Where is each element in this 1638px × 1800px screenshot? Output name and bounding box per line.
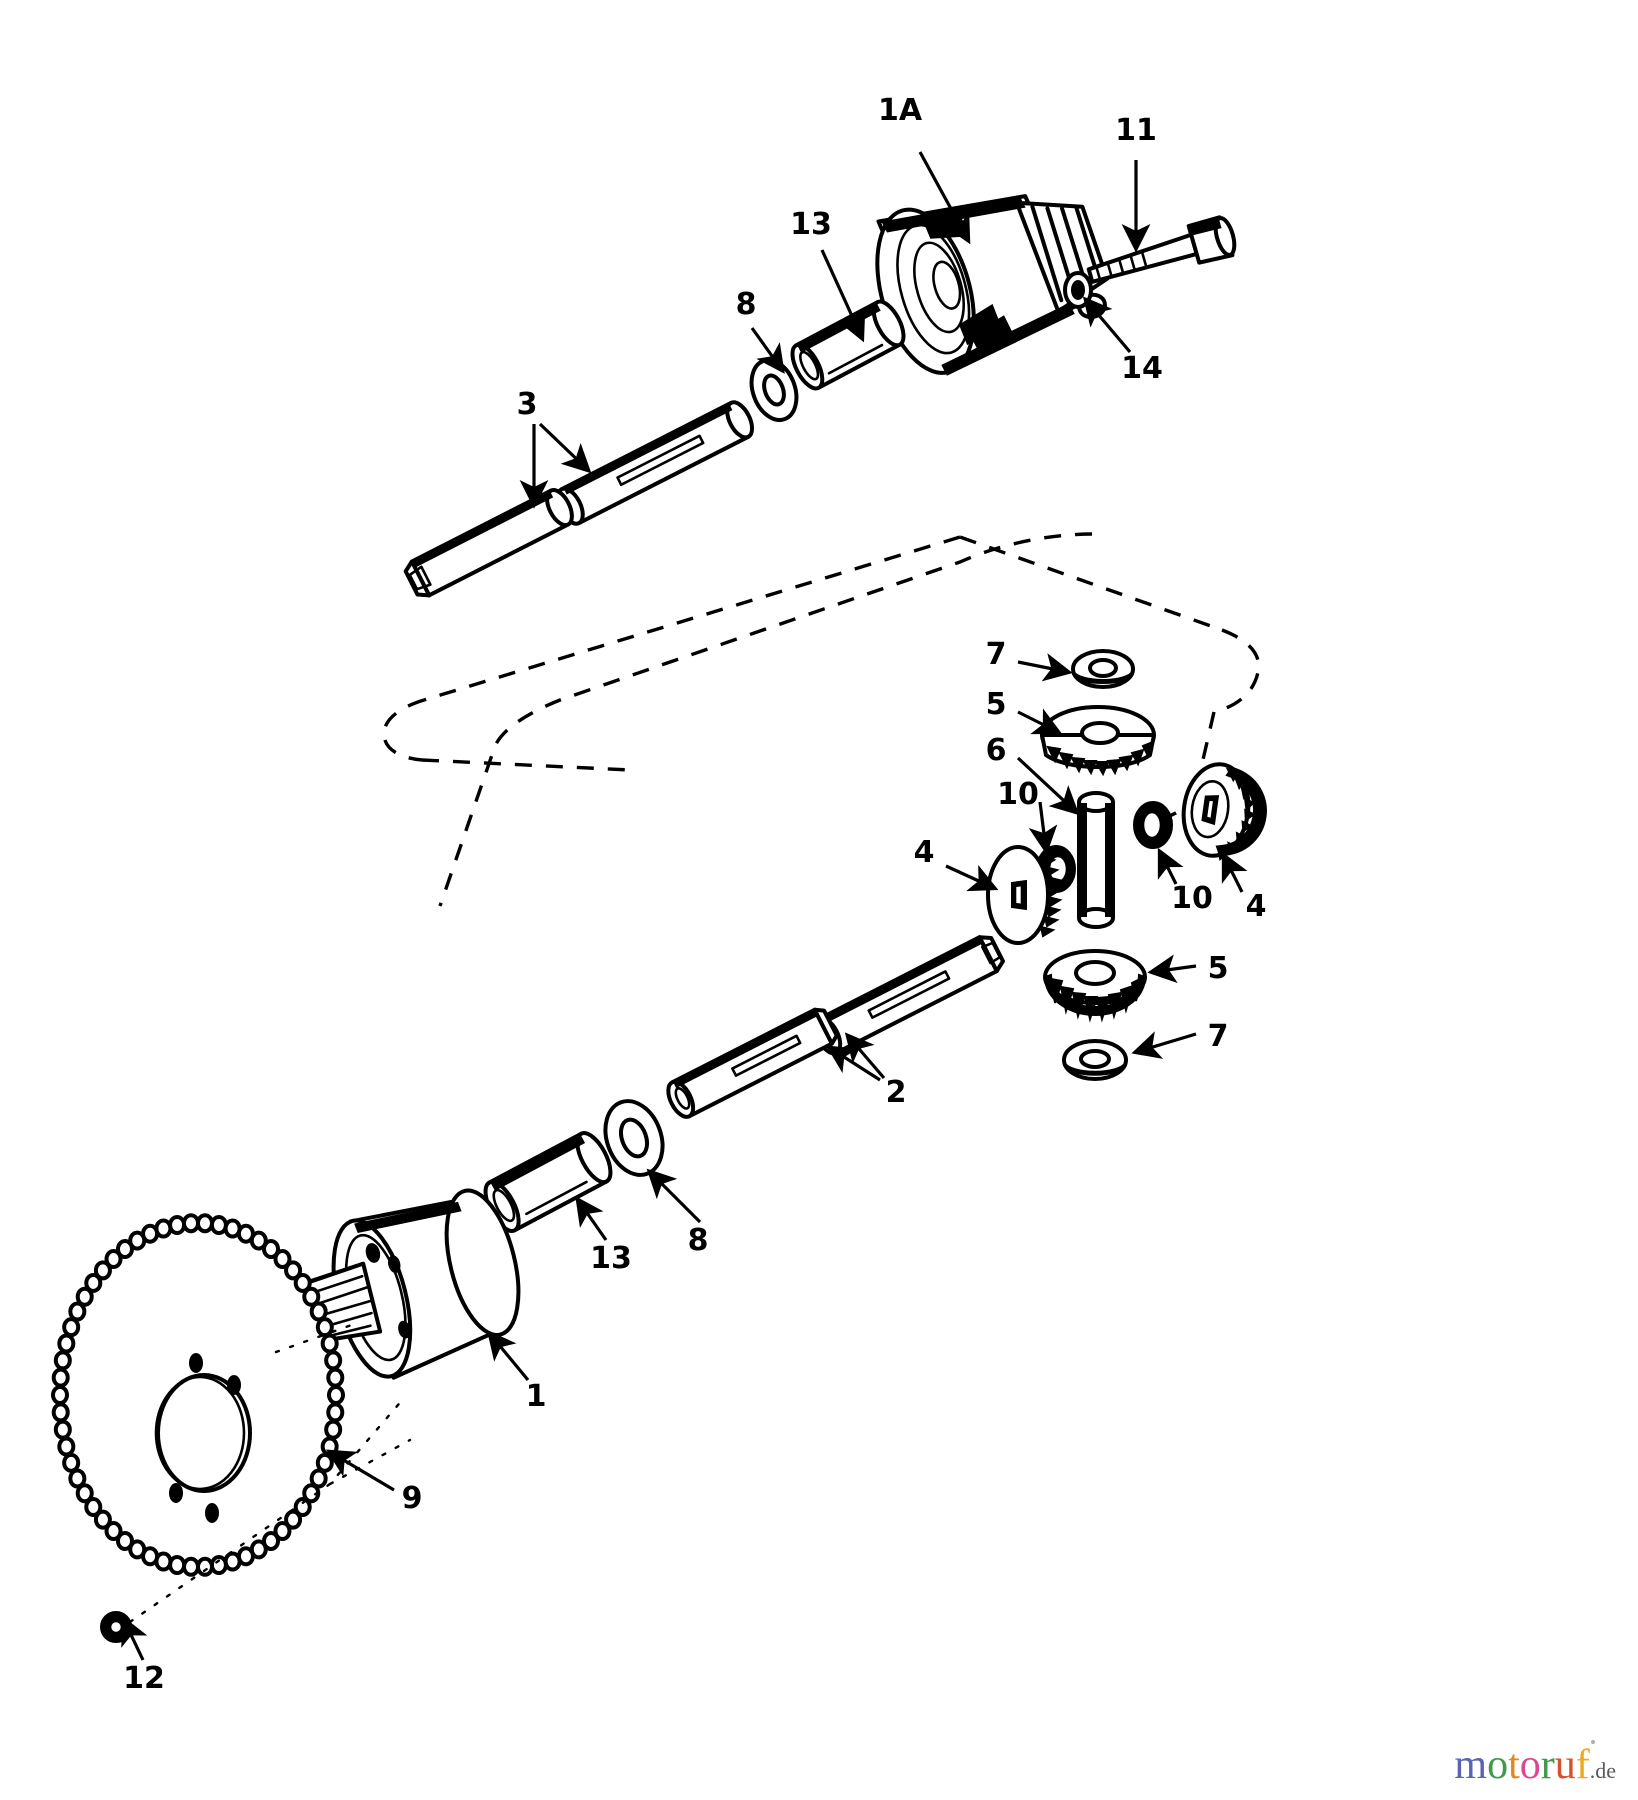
callout-1A: 1A [878,93,923,128]
part-pinion-gear-right [1181,762,1267,862]
callout-12: 12 [123,1661,165,1696]
watermark-letter-5: u [1554,1742,1576,1788]
leader-8-upper [750,327,785,374]
callout-5-upper: 5 [986,687,1007,722]
watermark-letter-1: o [1487,1742,1509,1788]
leader-10-right [1157,847,1184,885]
leader-14 [1082,296,1132,354]
leader-10-left [1028,801,1058,855]
part-spacer-lower [483,1131,613,1233]
callout-6: 6 [986,733,1007,768]
part-lock-washer [1063,271,1093,309]
callout-4-right: 4 [1246,889,1267,924]
leader-1A [918,151,971,245]
leader-2-a [844,1032,886,1080]
callout-13-lower: 13 [590,1241,632,1276]
callout-5-lower: 5 [1208,951,1229,986]
assembly-boundary-dashed [438,532,1093,907]
callout-8-lower: 8 [688,1223,709,1258]
leader-5-upper [1017,708,1063,735]
watermark-letters: motoruf [1454,1742,1589,1788]
callout-11: 11 [1115,113,1157,148]
part-bolt-upper [1086,215,1237,284]
callout-13-upper: 13 [790,207,832,242]
watermark-letter-6: f [1575,1742,1590,1788]
part-thrust-washer-upper-right [1071,649,1135,689]
watermark-letter-2: t [1508,1742,1520,1788]
leader-8-lower [646,1168,702,1224]
part-sprocket [51,1213,345,1577]
leader-4-left [945,864,999,892]
callout-2: 2 [886,1075,907,1110]
callout-7-lower: 7 [1208,1019,1229,1054]
callout-8-upper: 8 [736,287,757,322]
leader-lines [121,151,1248,1661]
leader-4-right [1221,851,1248,893]
callout-labels: 1A 11 13 8 14 3 7 5 6 10 4 10 4 5 7 2 8 … [123,93,1266,1696]
leader-5-lower [1147,954,1197,984]
sprocket-teeth [51,1213,345,1577]
callout-10-left: 10 [997,777,1039,812]
part-bevel-gear-upper-right [1040,705,1156,777]
watermark-suffix: .de [1589,1758,1616,1783]
part-thrust-washer-lower-right [1062,1039,1128,1081]
callout-7-upper: 7 [986,637,1007,672]
callout-4-left: 4 [914,835,935,870]
watermark-letter-0: m [1454,1742,1488,1788]
part-pinion-gear-left [986,845,1063,945]
part-bevel-gear-lower-right [1043,949,1147,1023]
part-spacer-upper [790,299,906,391]
part-pinion-shaft [1077,791,1115,929]
watermark-letter-3: o [1519,1742,1541,1788]
leader-6 [1016,756,1080,816]
part-bushing-right [1133,801,1173,849]
leader-13-lower [575,1196,608,1241]
leader-12 [121,1615,148,1661]
part-washer-upper [749,357,799,423]
callout-9: 9 [402,1481,423,1516]
part-axle-shaft-lower-right [813,935,1006,1056]
center-axis-dotted-2 [328,1438,412,1486]
watermark-motoruf: motoruf.de [1454,1744,1616,1786]
part-axle-shaft-upper-left [403,488,574,598]
callout-1: 1 [526,1379,547,1414]
leader-3-b [538,422,592,474]
part-axle-shaft-upper-right [555,400,755,526]
hub-axis-dotted [274,1320,362,1354]
part-washer-lower [603,1099,665,1177]
leader-7-lower [1131,1031,1197,1059]
callout-14: 14 [1121,351,1163,386]
part-axle-shaft-lower-left [666,1007,839,1119]
callout-10-right: 10 [1171,881,1213,916]
leader-1-lower [486,1330,530,1382]
watermark-letter-4: r [1540,1742,1555,1788]
leader-2-b [825,1045,881,1082]
callout-3: 3 [517,387,538,422]
leader-7-upper [1017,653,1073,682]
leader-9 [325,1449,395,1492]
leader-13-upper [820,249,866,343]
